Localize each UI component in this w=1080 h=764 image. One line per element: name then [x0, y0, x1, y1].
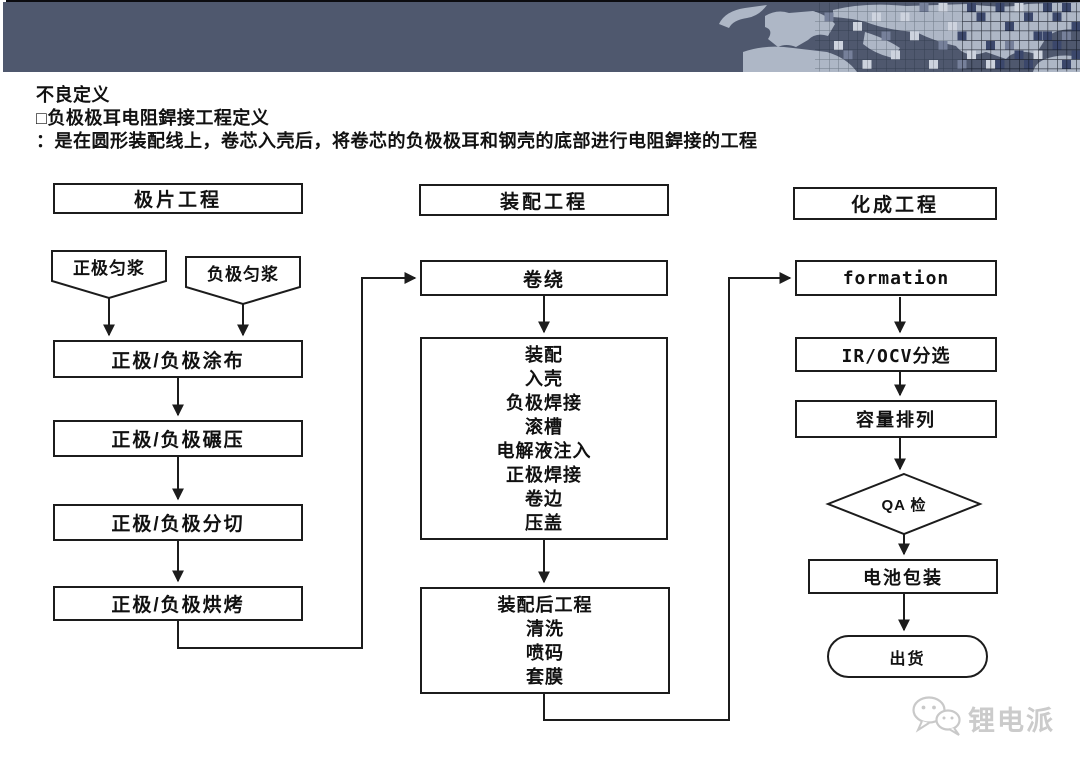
qa-diamond-shape: [825, 472, 983, 536]
slurry-neg-shape: [185, 256, 301, 306]
watermark: 锂电派: [910, 695, 1070, 745]
subtitle: □负极极耳电阻銲接工程定义: [36, 108, 270, 128]
node-electrode-header: 极片工程: [53, 183, 303, 214]
assembly-step: 入壳: [525, 368, 563, 389]
node-assembly-steps: 装配 入壳 负极焊接 滚槽 电解液注入 正极焊接 卷边 压盖: [420, 337, 668, 540]
title-block: 不良定义 □负极极耳电阻銲接工程定义 ：是在圆形装配线上，卷芯入壳后，将卷芯的负…: [36, 84, 758, 153]
world-map-mosaic-image: [715, 2, 1080, 72]
node-slitting: 正极/负极分切: [53, 504, 303, 541]
assembly-step: 滚槽: [525, 416, 563, 437]
assembly-step: 压盖: [525, 512, 563, 533]
page-title: 不良定义: [36, 85, 110, 105]
assembly-step: 电解液注入: [496, 440, 592, 461]
assembly-step: 装配: [525, 344, 563, 365]
header-banner: [3, 2, 1080, 72]
slurry-pos-shape: [51, 250, 167, 300]
node-rolling: 正极/负极碾压: [53, 420, 303, 457]
post-step: 喷码: [526, 642, 564, 663]
node-formation: formation: [795, 260, 997, 296]
wechat-logo-icon: [912, 696, 961, 736]
node-winding: 卷绕: [420, 260, 668, 296]
assembly-step: 负极焊接: [506, 392, 582, 413]
post-step: 装配后工程: [497, 594, 593, 615]
node-shipping: 出货: [827, 635, 988, 678]
node-coating: 正极/负极涂布: [53, 340, 303, 378]
node-assembly-header: 装配工程: [419, 184, 669, 216]
node-post-assembly: 装配后工程 清洗 喷码 套膜: [420, 587, 670, 694]
node-baking: 正极/负极烘烤: [53, 586, 303, 621]
node-capacity-grading: 容量排列: [795, 400, 997, 438]
definition-text: ：是在圆形装配线上，卷芯入壳后，将卷芯的负极极耳和钢壳的底部进行电阻銲接的工程: [36, 131, 758, 151]
node-battery-packing: 电池包装: [808, 559, 998, 594]
assembly-step: 卷边: [525, 488, 563, 509]
post-step: 套膜: [526, 666, 564, 687]
top-accent-line: [6, 0, 1080, 3]
node-ir-ocv-sorting: IR/OCV分选: [795, 337, 997, 372]
connector-baking-winding: [177, 272, 417, 649]
connector-post-formation: [543, 272, 792, 721]
post-step: 清洗: [526, 618, 564, 639]
node-formation-header: 化成工程: [793, 187, 997, 220]
watermark-brand: 锂电派: [968, 706, 1055, 736]
assembly-step: 正极焊接: [506, 464, 582, 485]
